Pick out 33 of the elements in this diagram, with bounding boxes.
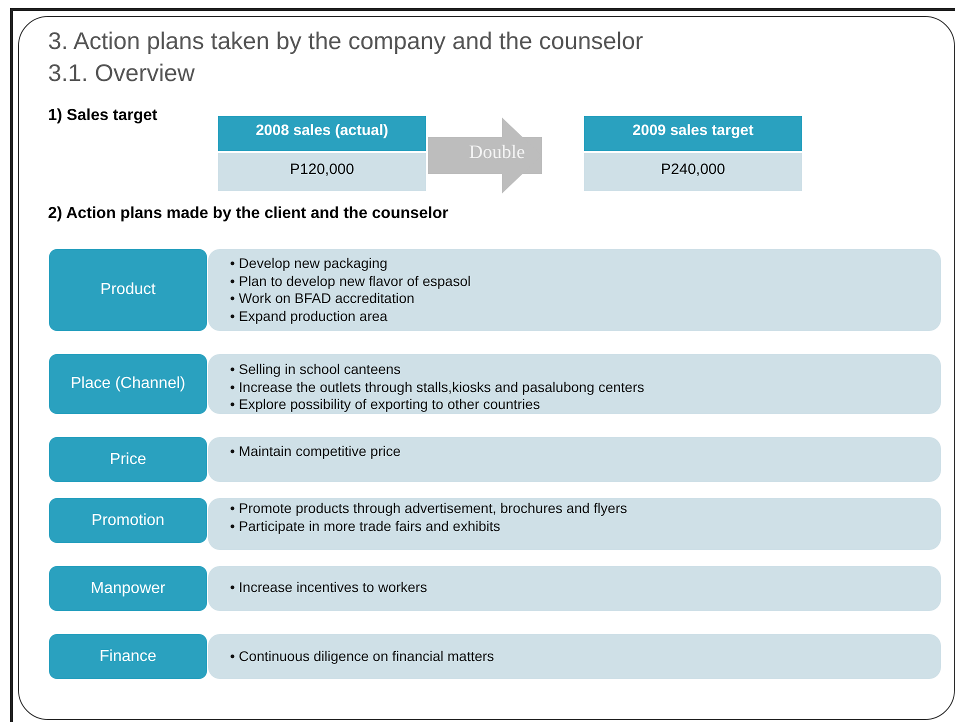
- description-panel: [208, 249, 941, 331]
- bullet-item: • Explore possibility of exporting to other countries: [230, 396, 541, 414]
- header-cell: 2009 sales target: [584, 116, 802, 151]
- bullet-item: • Maintain competitive price: [230, 443, 402, 460]
- description-panel: [208, 437, 941, 482]
- header-cell: 2008 sales (actual): [218, 116, 426, 151]
- section-heading: 3.1. Overview: [48, 60, 195, 88]
- bullet-item: • Increase incentives to workers: [230, 579, 428, 596]
- bullet-item: • Plan to develop new flavor of espasol: [230, 272, 472, 290]
- subheading: 1) Sales target: [48, 107, 158, 125]
- description-panel: [208, 566, 941, 611]
- value-cell: P240,000: [584, 153, 802, 191]
- bullet-item: • Selling in school canteens: [230, 361, 402, 378]
- description-panel: [208, 354, 941, 414]
- bullet-item: • Continuous diligence on financial matters: [230, 648, 496, 666]
- subheading: 2) Action plans made by the client and the counselor: [48, 205, 448, 223]
- bullet-item: • Develop new packaging: [230, 255, 388, 272]
- bullet-item: • Work on BFAD accreditation: [230, 290, 416, 308]
- category-box: Product: [49, 249, 207, 331]
- bullet-item: • Increase the outlets through stalls,kiosks and pasalubong centers: [230, 378, 646, 396]
- category-box: Promotion: [49, 498, 207, 543]
- bullet-item: • Expand production area: [230, 308, 388, 325]
- category-box: Manpower: [49, 566, 207, 611]
- bullet-item: • Participate in more trade fairs and exhibits: [230, 518, 502, 535]
- category-box: Price: [49, 437, 207, 482]
- block-arrow: [428, 118, 542, 194]
- value-cell: P120,000: [218, 153, 426, 191]
- description-panel: [208, 634, 941, 679]
- bullet-item: • Promote products through advertisement, brochures and flyers: [230, 500, 628, 518]
- category-box: Finance: [49, 634, 207, 679]
- category-box: Place (Channel): [49, 354, 207, 414]
- description-panel: [208, 498, 941, 550]
- slide-title: 3. Action plans taken by the company and the counselor: [48, 28, 644, 56]
